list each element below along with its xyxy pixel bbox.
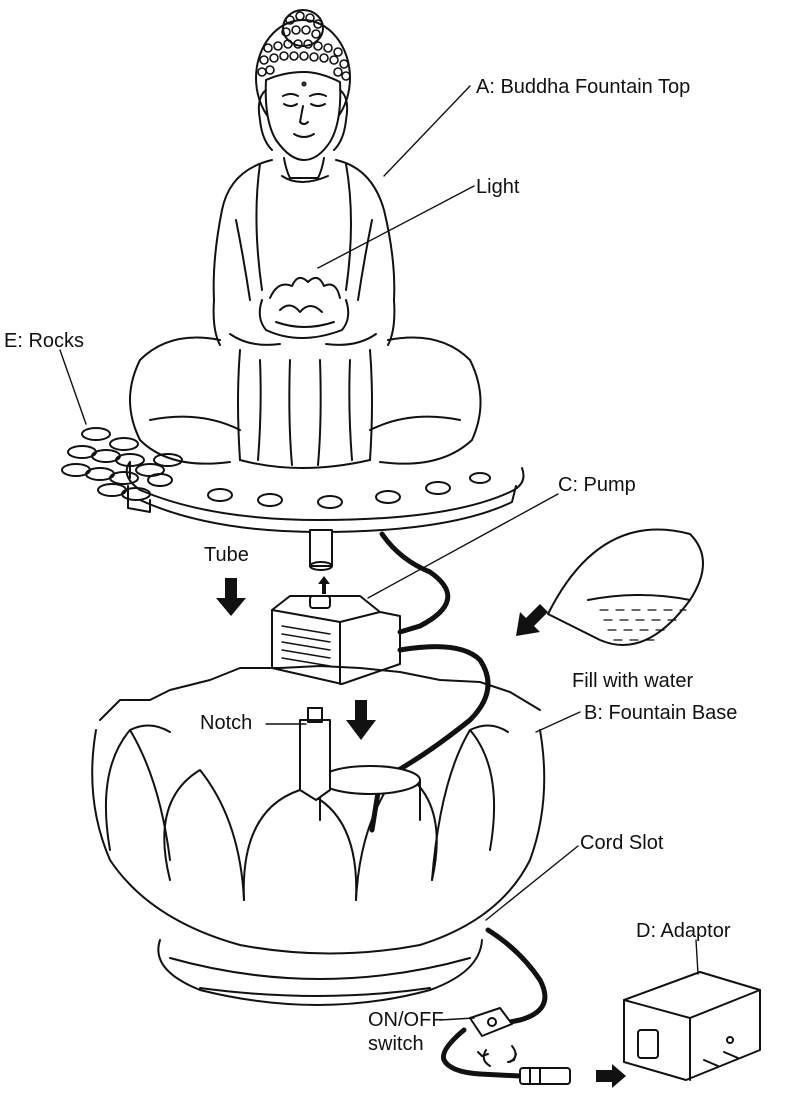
label-switch-line1: ON/OFF bbox=[368, 1008, 438, 1032]
leader-light bbox=[318, 186, 474, 268]
leader-buddha-top bbox=[384, 86, 470, 176]
buddha-fountain-top bbox=[130, 10, 481, 468]
label-on-off-switch: ON/OFF switch bbox=[368, 1008, 438, 1056]
lotus-light-bowl bbox=[260, 278, 349, 338]
on-off-switch bbox=[470, 1008, 516, 1066]
leader-adaptor bbox=[696, 940, 698, 974]
label-rocks: E: Rocks bbox=[4, 330, 84, 352]
label-switch-line2: switch bbox=[368, 1032, 438, 1056]
label-adaptor: D: Adaptor bbox=[636, 920, 731, 942]
leader-pump bbox=[368, 494, 558, 598]
rocks-pile bbox=[62, 428, 182, 500]
label-tube: Tube bbox=[204, 544, 249, 566]
label-notch: Notch bbox=[200, 712, 252, 734]
adaptor-arrow bbox=[596, 1064, 626, 1088]
water-cup bbox=[548, 530, 703, 646]
label-cord-slot: Cord Slot bbox=[580, 832, 663, 854]
tube-down-arrow bbox=[216, 578, 246, 616]
fountain-top-platform bbox=[127, 462, 524, 532]
tube bbox=[310, 530, 332, 570]
tube-up-arrow bbox=[318, 576, 330, 594]
dc-plug bbox=[520, 1068, 570, 1084]
label-buddha-fountain-top: A: Buddha Fountain Top bbox=[476, 76, 690, 98]
fountain-base bbox=[92, 666, 544, 1005]
label-fill-with-water: Fill with water bbox=[572, 670, 693, 692]
label-light: Light bbox=[476, 176, 519, 198]
leader-switch bbox=[440, 1018, 474, 1020]
label-pump: C: Pump bbox=[558, 474, 636, 496]
leader-rocks bbox=[60, 350, 86, 424]
pump-down-arrow bbox=[346, 700, 376, 740]
water-pour-arrow bbox=[516, 604, 548, 636]
adaptor bbox=[624, 972, 760, 1080]
label-fountain-base: B: Fountain Base bbox=[584, 702, 737, 724]
leader-base bbox=[536, 712, 580, 732]
